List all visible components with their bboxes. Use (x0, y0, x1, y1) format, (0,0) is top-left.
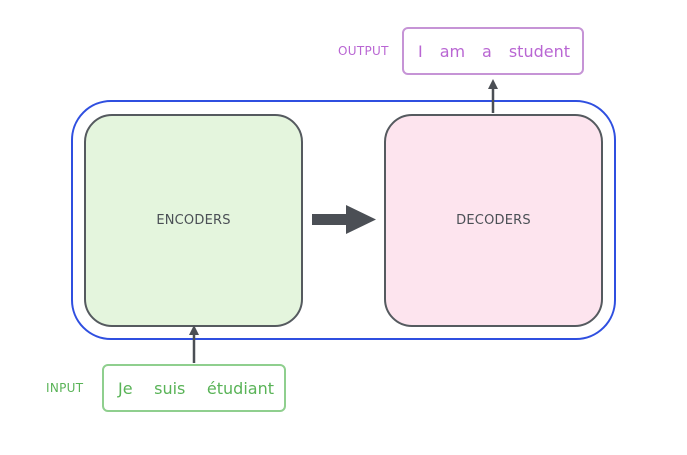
output-token: a (482, 41, 492, 61)
input-token: suis (154, 378, 186, 398)
decoders-label: DECODERS (456, 213, 531, 228)
output-sentence-box: I am a student (402, 27, 584, 75)
output-token: student (508, 41, 570, 61)
output-token: am (439, 41, 466, 61)
input-label: INPUT (46, 381, 84, 395)
input-token: étudiant (206, 378, 274, 398)
decoders-block: DECODERS (384, 114, 603, 327)
encoders-label: ENCODERS (156, 213, 231, 228)
output-arrow (488, 79, 498, 113)
input-token: Je (118, 378, 133, 398)
encoder-decoder-frame (71, 100, 616, 340)
input-sentence-box: Je suis étudiant (102, 364, 286, 412)
output-label: OUTPUT (338, 44, 389, 58)
input-arrow (189, 325, 199, 363)
encoder-to-decoder-arrow (312, 205, 376, 234)
output-token: I (418, 41, 423, 61)
